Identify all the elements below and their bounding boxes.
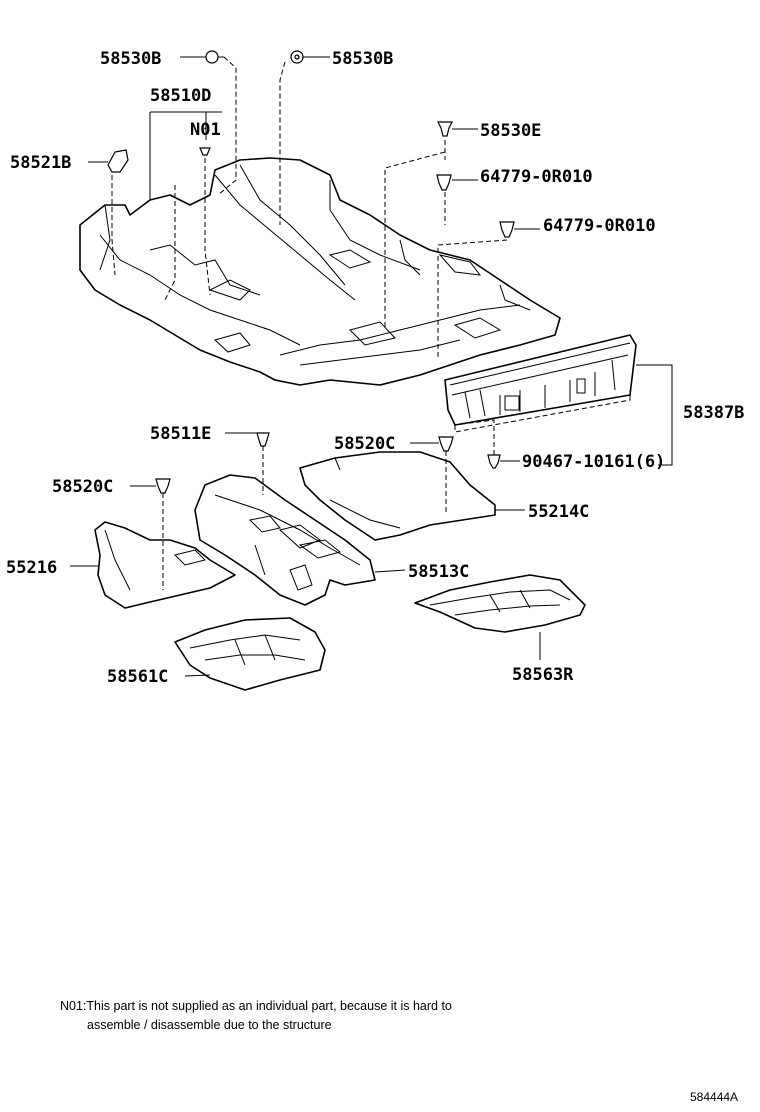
- label-n01: N01: [190, 120, 221, 140]
- label-58530b-right: 58530B: [332, 49, 393, 69]
- label-58511e: 58511E: [150, 424, 211, 444]
- front-floor-mat: [94, 521, 236, 609]
- label-58520c-right: 58520C: [334, 434, 395, 454]
- label-58510d: 58510D: [150, 86, 211, 106]
- rear-floor-tray: [414, 574, 586, 633]
- part-labels: 58530B 58530B 58510D N01 58521B 58530E 6…: [6, 49, 744, 687]
- center-floor-carpet: [194, 474, 376, 606]
- floor-carpet-assembly: [79, 157, 561, 386]
- rear-floor-mat: [299, 451, 496, 541]
- rear-scuff-plate: [444, 334, 637, 426]
- label-58520c-left: 58520C: [52, 477, 113, 497]
- label-55216: 55216: [6, 558, 57, 578]
- label-55214c: 55214C: [528, 502, 589, 522]
- label-58561c: 58561C: [107, 667, 168, 687]
- label-64779-lower: 64779-0R010: [543, 216, 656, 236]
- label-64779-upper: 64779-0R010: [480, 167, 593, 187]
- fastener-symbols: [107, 50, 515, 494]
- label-58387b: 58387B: [683, 403, 744, 423]
- label-58513c: 58513C: [408, 562, 469, 582]
- front-floor-tray: [174, 617, 326, 691]
- label-58563r: 58563R: [512, 665, 574, 685]
- catalog-id: 584444A: [690, 1090, 738, 1104]
- label-58530b-left: 58530B: [100, 49, 161, 69]
- footnote: N01:This part is not supplied as an indi…: [60, 999, 452, 1032]
- leader-lines: [70, 56, 673, 677]
- footnote-line-2: assemble / disassemble due to the struct…: [87, 1018, 332, 1032]
- label-58521b: 58521B: [10, 153, 71, 173]
- label-90467: 90467-10161(6): [522, 452, 665, 472]
- label-58530e: 58530E: [480, 121, 541, 141]
- alignment-lines: [111, 56, 631, 590]
- footnote-line-1: N01:This part is not supplied as an indi…: [60, 999, 452, 1013]
